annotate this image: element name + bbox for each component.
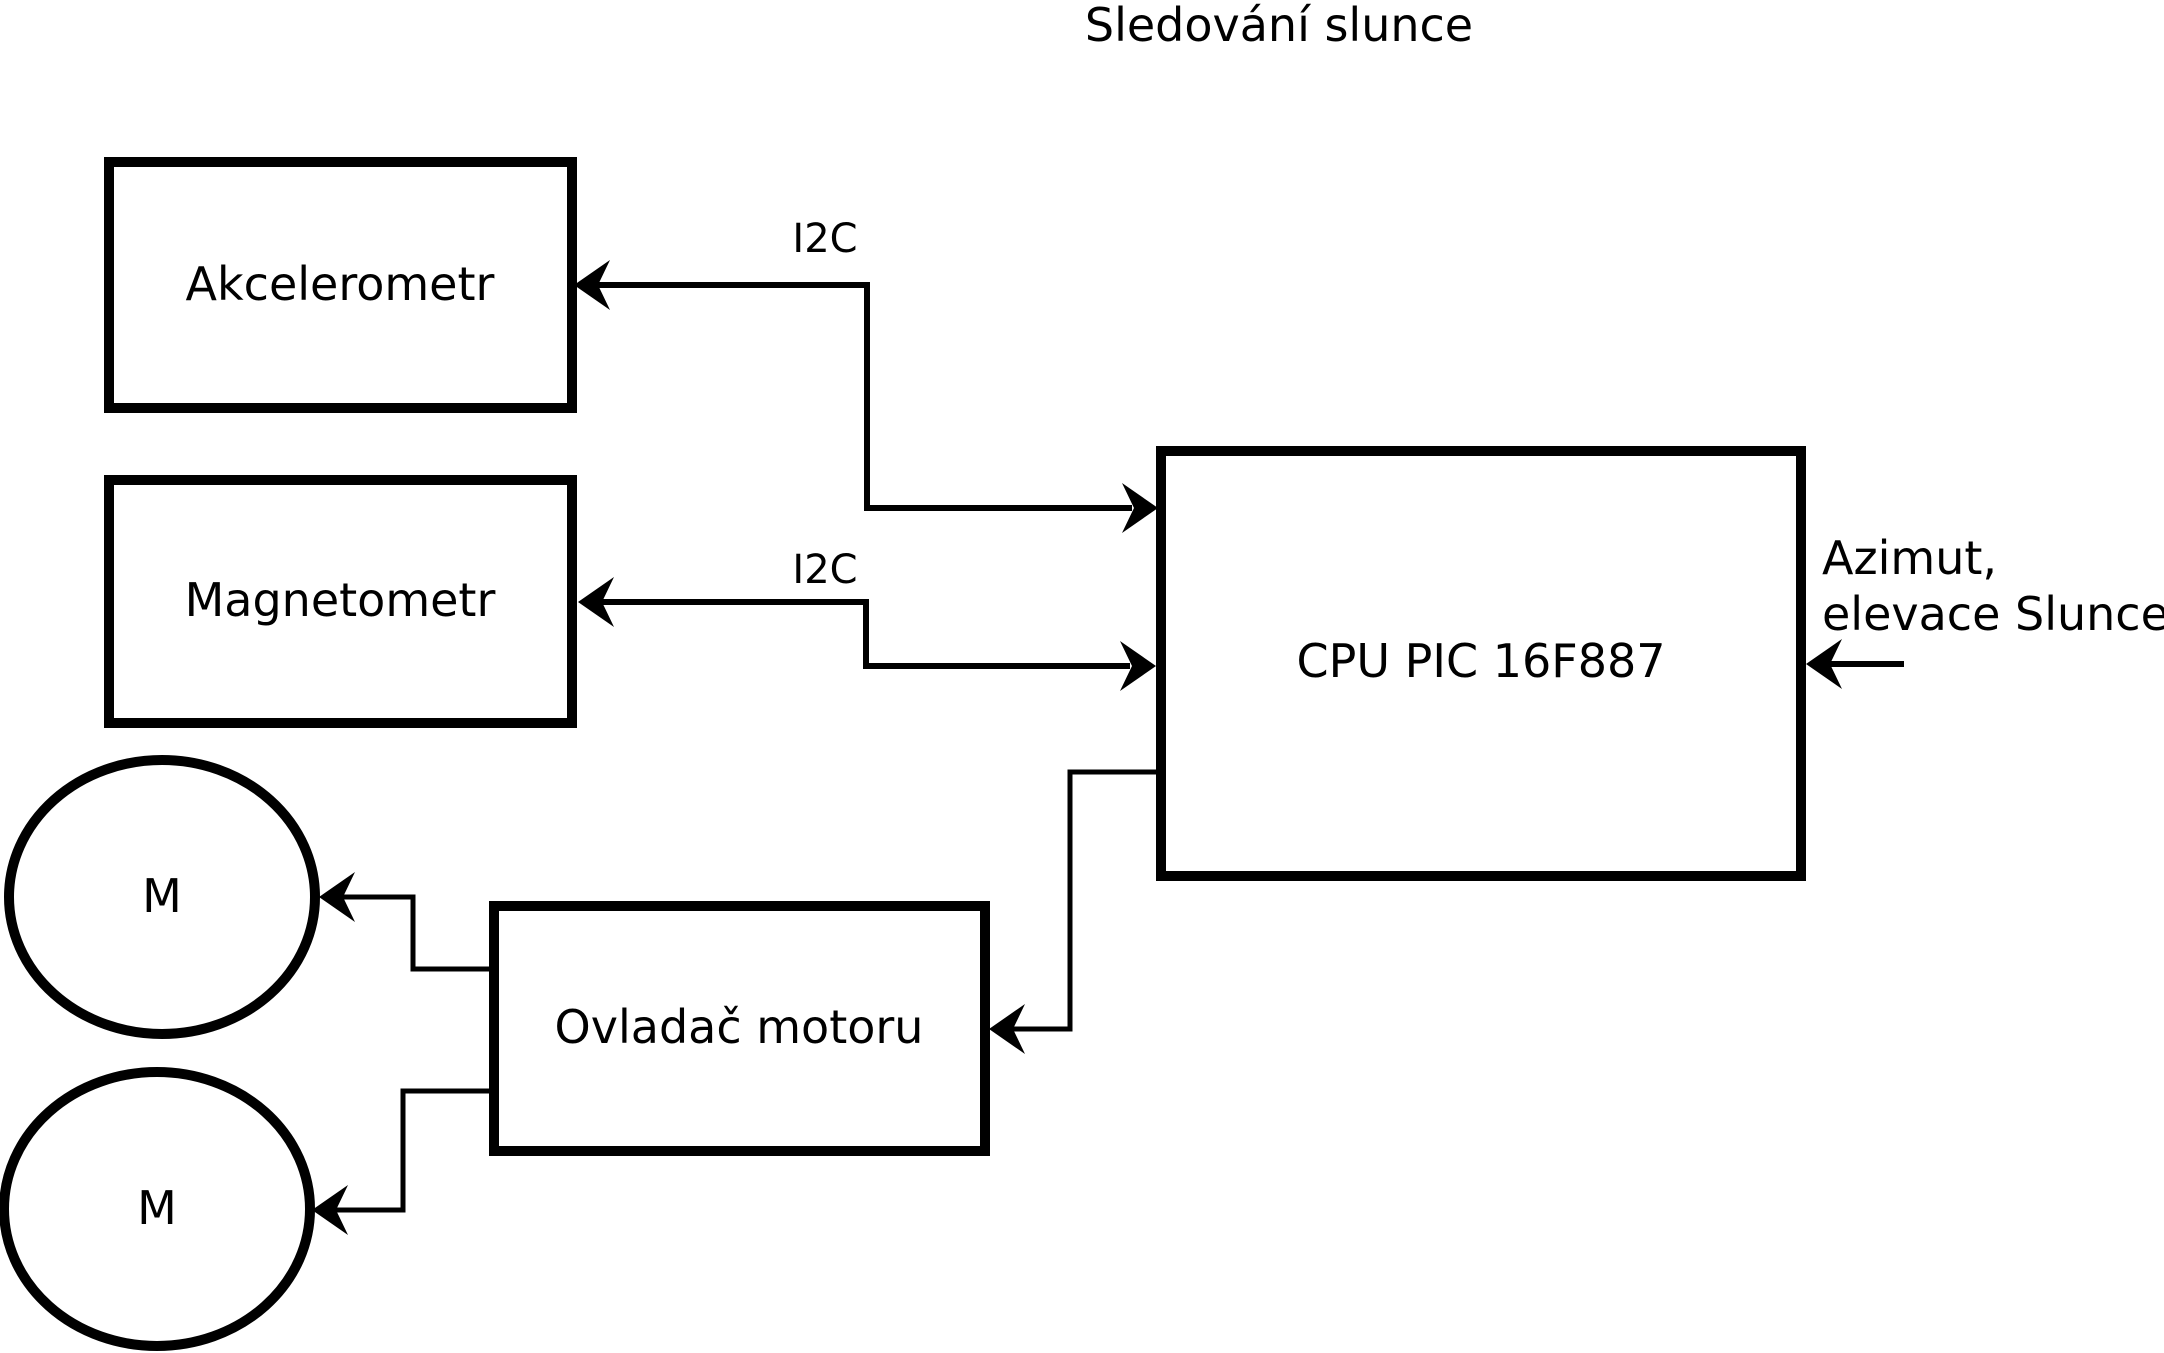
arrow-to-motor-driver [989,1004,1025,1054]
magnetometer-i2c-connector [578,577,1156,691]
arrow-to-cpu-from-accelerometer [1122,483,1158,533]
accelerometer-bus-label: I2C [792,216,857,262]
sun-position-input-connector [1806,639,1904,689]
motor-driver-label: Ovladač motoru [555,1000,924,1054]
sun-position-line-2: elevace Slunce [1822,587,2164,641]
magnetometer-label: Magnetometr [185,573,496,627]
magnetometer-block: Magnetometr [104,475,577,728]
motor-2-label: M [137,1181,177,1235]
arrow-to-cpu-from-input [1806,639,1842,689]
arrow-to-accelerometer [574,260,610,310]
cpu-label: CPU PIC 16F887 [1297,634,1666,688]
arrow-to-cpu-from-magnetometer [1120,641,1156,691]
magnetometer-bus-label: I2C [792,547,857,593]
arrow-to-motor-1 [319,872,355,922]
accelerometer-label: Akcelerometr [186,257,495,311]
motor-2: M [0,1067,315,1351]
arrow-to-motor-2 [312,1185,348,1235]
sun-position-line-1: Azimut, [1822,531,1997,585]
cpu-block: CPU PIC 16F887 [1156,446,1806,881]
diagram-title: Sledování slunce [1085,0,1473,52]
arrow-to-magnetometer [578,577,614,627]
accelerometer-i2c-connector [574,260,1158,533]
accelerometer-block: Akcelerometr [104,157,577,413]
sun-position-input-label: Azimut, elevace Slunce [1822,531,2164,641]
motor-driver-to-motor-1-connector [319,872,490,972]
cpu-to-motor-driver-connector [989,769,1156,1054]
motor-1-label: M [142,869,182,923]
motor-driver-block: Ovladač motoru [489,901,990,1156]
motor-1: M [4,755,320,1039]
motor-driver-to-motor-2-connector [312,1088,490,1235]
